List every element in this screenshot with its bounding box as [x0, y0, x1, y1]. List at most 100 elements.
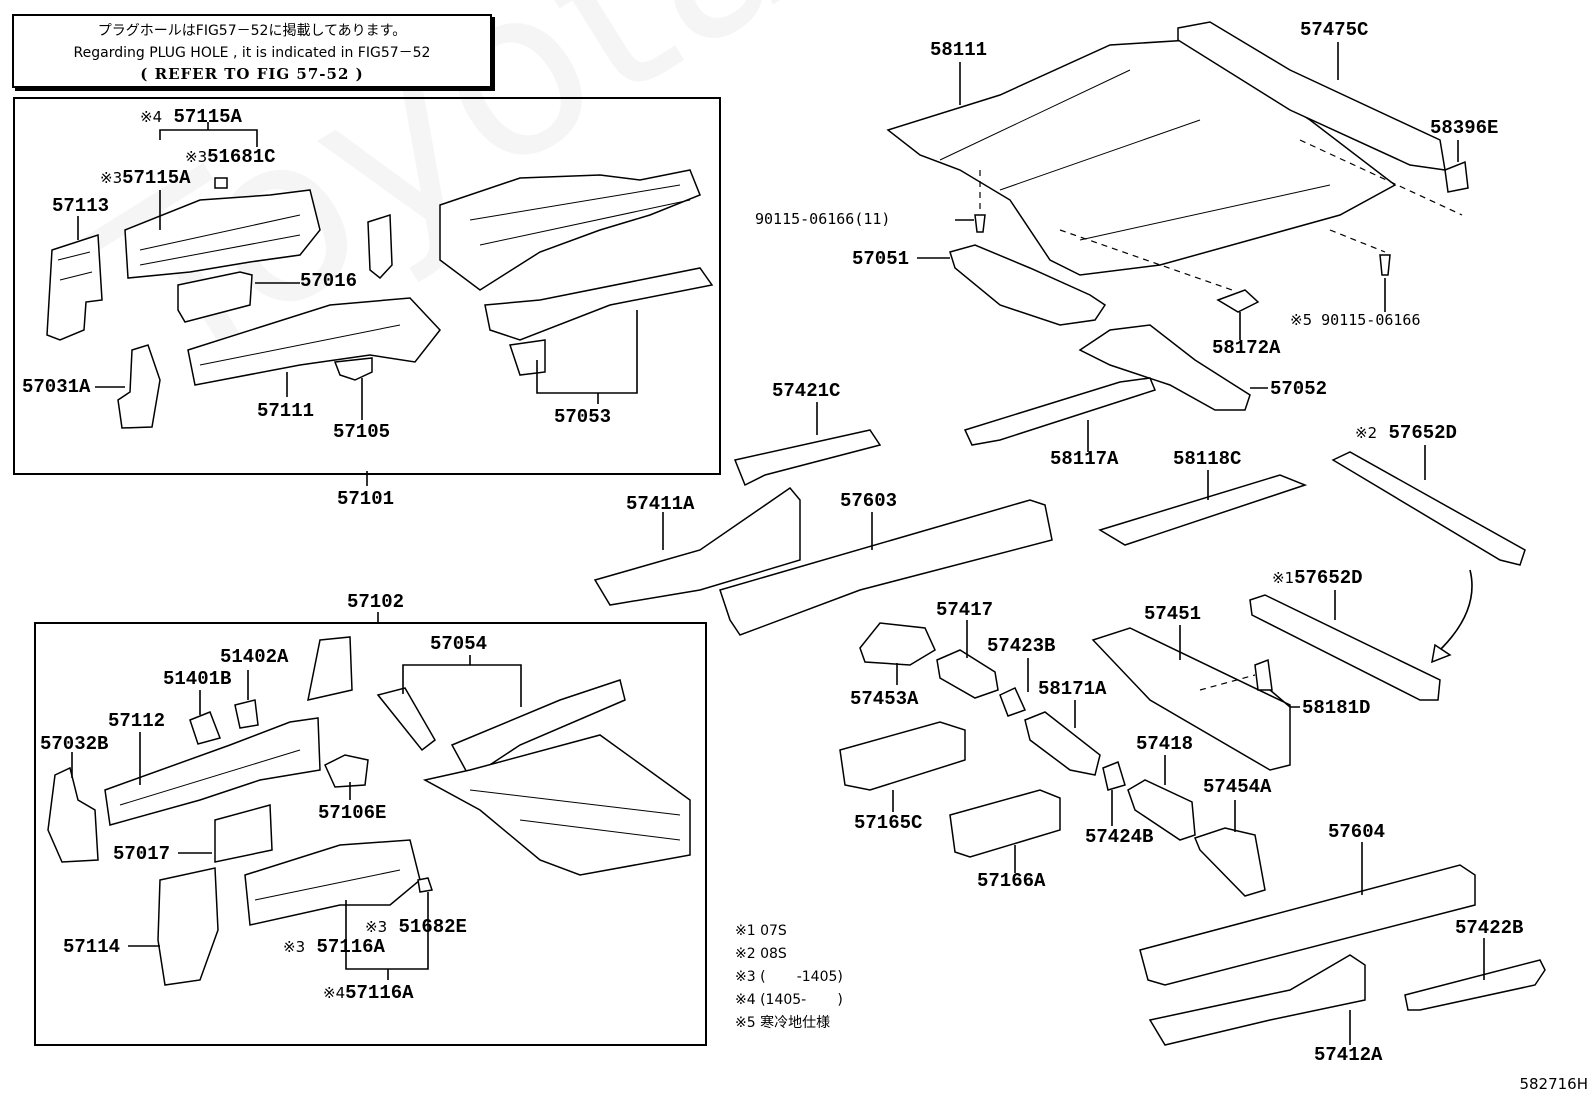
label-57017[interactable]: 57017 [113, 843, 171, 865]
label-57603[interactable]: 57603 [840, 490, 898, 512]
label-57116A-variant3[interactable]: ※3 57116A [283, 936, 385, 958]
part-57031A-drawing [117, 344, 161, 429]
part-57052-drawing [1078, 324, 1251, 411]
part-57053-upper-drawing-shape [439, 169, 701, 291]
part-58111-drawing-shape [939, 69, 1331, 241]
part-57032B-drawing [47, 766, 99, 863]
part-57113-drawing [46, 233, 103, 341]
label-57451[interactable]: 57451 [1144, 603, 1202, 625]
label-90115-06166-11[interactable]: 90115-06166(11) [755, 210, 891, 228]
note-japanese: プラグホールはFIG57－52に掲載してあります。 [97, 23, 407, 39]
label-57113[interactable]: 57113 [52, 195, 110, 217]
label-51401B[interactable]: 51401B [163, 668, 232, 690]
part-57417-drawing [936, 649, 999, 699]
label-57115A-variant3[interactable]: ※357115A [100, 167, 191, 189]
label-57111[interactable]: 57111 [257, 400, 315, 422]
label-57052[interactable]: 57052 [1270, 378, 1328, 400]
label-57652D-variant2[interactable]: ※2 57652D [1355, 422, 1457, 444]
part-57422B-drawing [1404, 959, 1546, 1011]
label-57421C[interactable]: 57421C [772, 380, 841, 402]
label-57114[interactable]: 57114 [63, 936, 121, 958]
label-57016[interactable]: 57016 [300, 270, 358, 292]
label-90115-06166-cold[interactable]: ※5 90115-06166 [1290, 311, 1421, 329]
part-57116A-drawing-shape [244, 839, 421, 926]
label-51681C[interactable]: ※351681C [185, 146, 276, 168]
part-58117A-drawing [963, 377, 1157, 446]
label-57051[interactable]: 57051 [852, 248, 910, 270]
part-51402A-drawing [234, 699, 259, 729]
label-57454A[interactable]: 57454A [1203, 776, 1272, 798]
label-57412A[interactable]: 57412A [1314, 1044, 1383, 1066]
label-57053[interactable]: 57053 [554, 406, 612, 428]
leader-57054 [402, 655, 522, 707]
label-57422B[interactable]: 57422B [1455, 917, 1524, 939]
part-57112-drawing-shape [119, 749, 301, 806]
part-51682E-drawing [417, 877, 433, 893]
part-57113-drawing-shape [46, 233, 103, 341]
part-57016-drawing-shape [177, 271, 253, 323]
part-57017-drawing [214, 804, 273, 863]
label-57453A[interactable]: 57453A [850, 688, 919, 710]
part-57051-drawing [949, 244, 1107, 326]
arrow-head [1431, 643, 1452, 664]
label-57165C[interactable]: 57165C [854, 812, 923, 834]
label-58111[interactable]: 58111 [930, 39, 988, 61]
label-57411A[interactable]: 57411A [626, 493, 695, 515]
part-57115A-drawing-shape [139, 214, 301, 266]
part-57112-drawing [104, 717, 321, 826]
part-57111-drawing [187, 297, 441, 386]
label-58396E[interactable]: 58396E [1430, 117, 1499, 139]
part-57051-drawing-shape [949, 244, 1107, 326]
part-57054-drawing-shape [469, 789, 681, 841]
label-57423B[interactable]: 57423B [987, 635, 1056, 657]
note-english: Regarding PLUG HOLE , it is indicated in… [73, 45, 431, 61]
label-58181D[interactable]: 58181D [1302, 697, 1371, 719]
label-57115A-variant4[interactable]: ※4 57115A [140, 106, 242, 128]
label-57418[interactable]: 57418 [1136, 733, 1194, 755]
part-57053-lower-drawing-shape [484, 267, 714, 341]
legend-item: ※3 ( -1405) [735, 969, 843, 985]
label-57112[interactable]: 57112 [108, 710, 166, 732]
part-57113-drawing-shape [57, 251, 93, 281]
label-57102[interactable]: 57102 [347, 591, 405, 613]
label-58171A[interactable]: 58171A [1038, 678, 1107, 700]
label-57166A[interactable]: 57166A [977, 870, 1046, 892]
label-57054[interactable]: 57054 [430, 633, 488, 655]
variant-legend: ※1 07S ※2 08S ※3 ( -1405) ※4 (1405- ) ※5… [735, 920, 843, 1035]
label-57652D-variant1[interactable]: ※157652D [1272, 567, 1363, 589]
part-57453A-drawing [859, 622, 936, 666]
part-57105-drawing [333, 357, 373, 381]
part-58396E-drawing [1444, 160, 1469, 193]
part-57166A-drawing [949, 789, 1061, 858]
note-reference-link[interactable]: ( REFER TO FIG 57-52 ) [140, 65, 364, 83]
part-58111-drawing-shape [886, 39, 1397, 276]
label-57106E[interactable]: 57106E [318, 802, 387, 824]
label-57604[interactable]: 57604 [1328, 821, 1386, 843]
label-58117A[interactable]: 58117A [1050, 448, 1119, 470]
part-57652D-lower-drawing [1249, 594, 1441, 701]
label-57032B[interactable]: 57032B [40, 733, 109, 755]
label-57116A-variant4[interactable]: ※457116A [323, 982, 414, 1004]
label-51402A[interactable]: 51402A [220, 646, 289, 668]
part-57652D-upper-drawing [1331, 451, 1526, 566]
part-57116A-drawing-shape [254, 869, 401, 901]
part-57165C-drawing [839, 721, 966, 791]
part-drawings-shape [1059, 229, 1233, 291]
plug-hole-note: プラグホールはFIG57－52に掲載してあります。 Regarding PLUG… [12, 14, 492, 88]
label-51682E[interactable]: ※3 51682E [365, 916, 467, 938]
part-57451-drawing [1091, 627, 1291, 771]
label-57101[interactable]: 57101 [337, 488, 395, 510]
part-bolt-11-drawing [974, 214, 986, 233]
part-57032B-drawing-shape [47, 766, 99, 863]
label-58172A[interactable]: 58172A [1212, 337, 1281, 359]
label-57031A[interactable]: 57031A [22, 376, 91, 398]
part-57016-drawing [177, 271, 253, 323]
label-57105[interactable]: 57105 [333, 421, 391, 443]
label-57475C[interactable]: 57475C [1300, 19, 1369, 41]
part-57115A-drawing [124, 189, 321, 279]
arrow-replace [1439, 569, 1473, 651]
label-57417[interactable]: 57417 [936, 599, 994, 621]
label-58118C[interactable]: 58118C [1173, 448, 1242, 470]
label-57424B[interactable]: 57424B [1085, 826, 1154, 848]
